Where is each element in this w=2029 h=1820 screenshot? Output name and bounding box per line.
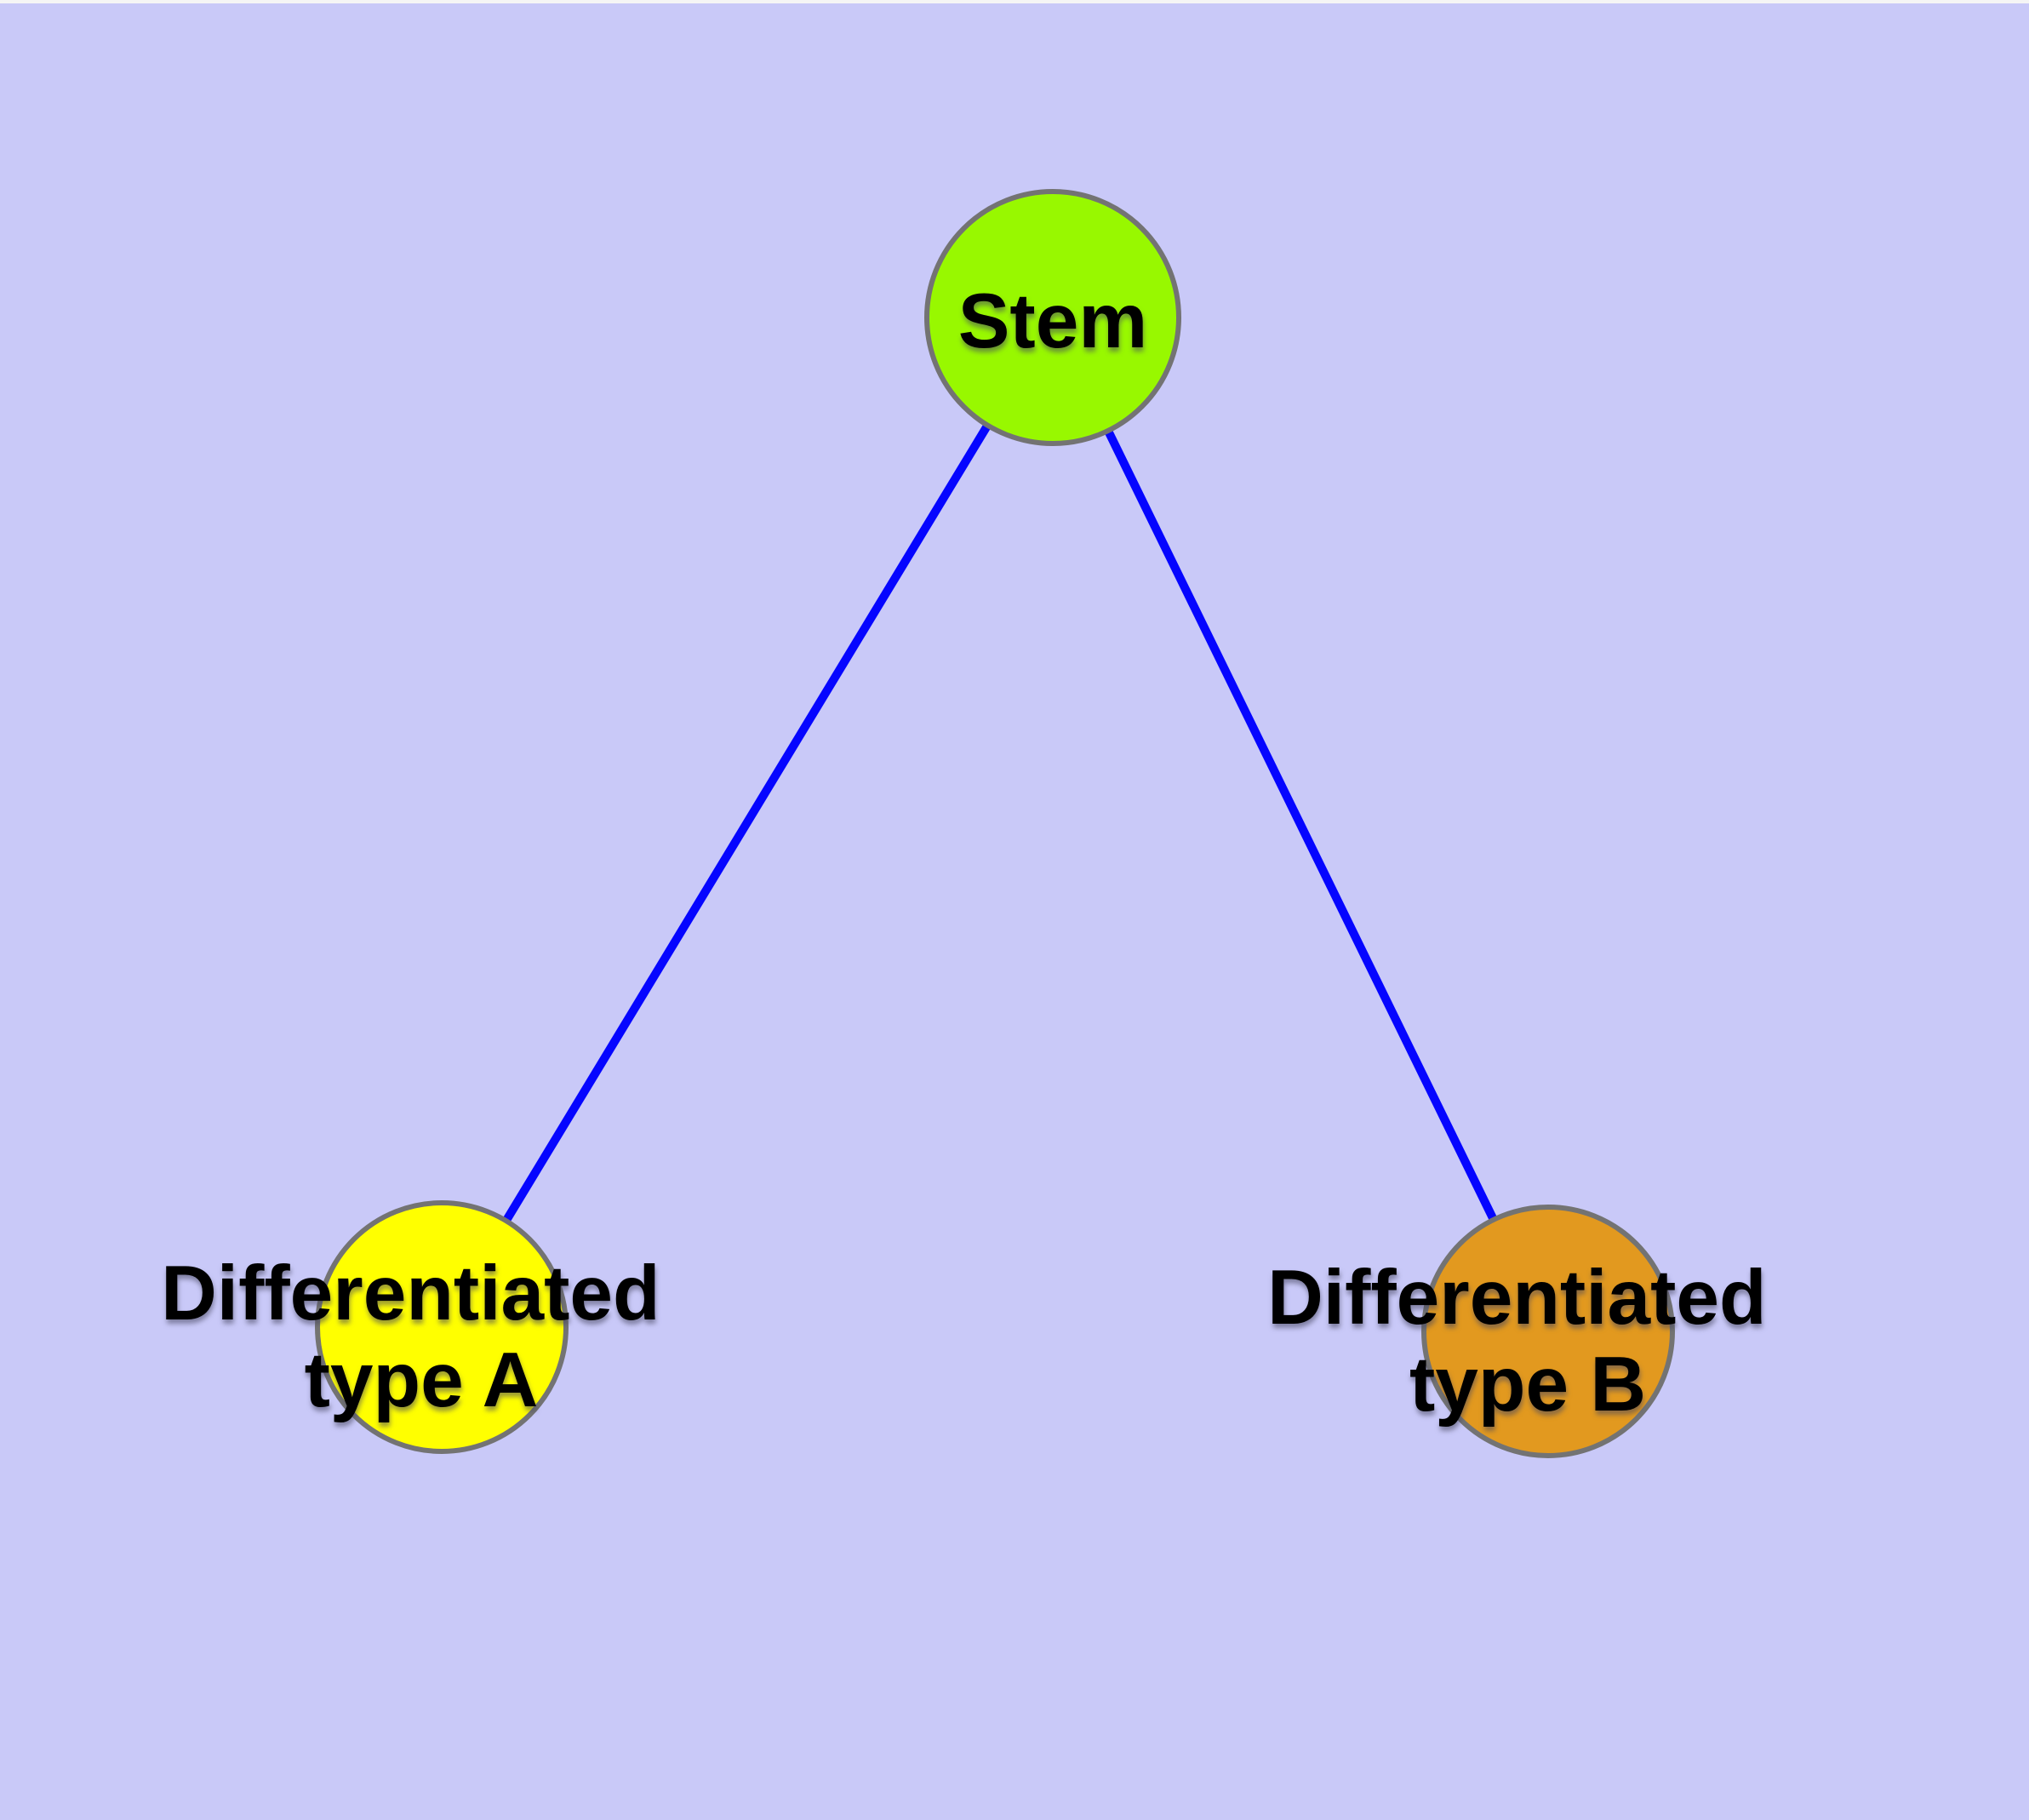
node-label-type-a-line2: type A — [305, 1337, 539, 1423]
node-label-type-b-line2: type B — [1409, 1342, 1646, 1428]
node-label-type-b-line1: Differentiated — [1267, 1255, 1767, 1341]
node-differentiated-type-a — [315, 1200, 569, 1454]
node-label-stem: Stem — [958, 278, 1148, 364]
node-differentiated-type-b — [1421, 1205, 1675, 1458]
node-label-differentiated-type-b: Differentiated type B — [1267, 1255, 1788, 1428]
node-stem — [924, 189, 1181, 446]
edge-stem-to-type-a — [437, 315, 1057, 1330]
top-margin-strip — [0, 0, 2029, 3]
edge-stem-to-type-b — [1049, 315, 1552, 1334]
node-label-differentiated-type-a: Differentiated type A — [161, 1251, 682, 1423]
node-label-type-a-line1: Differentiated — [161, 1251, 660, 1336]
